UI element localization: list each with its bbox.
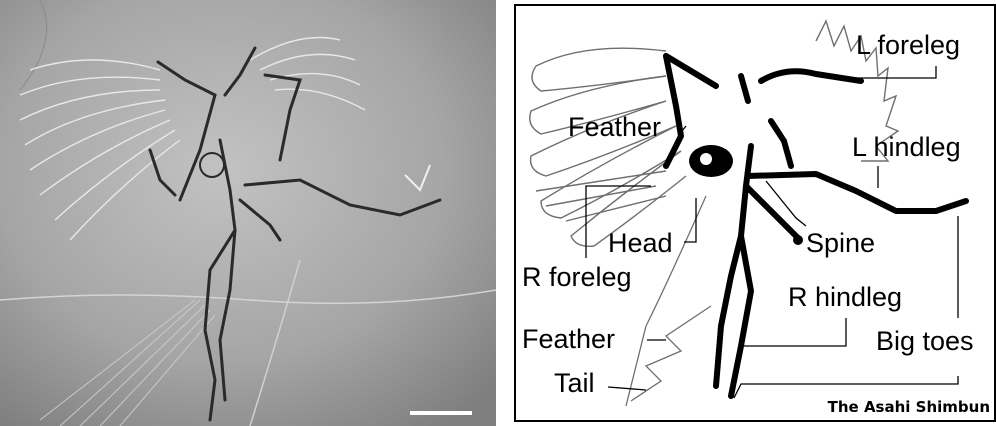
fossil-photo — [0, 0, 496, 426]
label-head: Head — [608, 230, 673, 257]
label-feather-wing: Feather — [568, 114, 661, 141]
label-spine: Spine — [806, 230, 875, 257]
eye-socket — [700, 153, 712, 165]
credit-text: The Asahi Shimbun — [828, 398, 990, 416]
spine-point — [793, 235, 803, 245]
fossil-slab — [0, 0, 496, 426]
label-l-hindleg: L hindleg — [852, 134, 961, 161]
left-wing-feathers — [530, 48, 686, 246]
scale-bar — [410, 411, 472, 415]
label-feather-tail: Feather — [522, 326, 615, 353]
label-r-hindleg: R hindleg — [788, 284, 902, 311]
label-l-foreleg: L foreleg — [856, 32, 960, 59]
skeleton-drawing — [516, 6, 994, 420]
label-tail: Tail — [554, 370, 595, 397]
label-r-foreleg: R foreleg — [522, 264, 632, 291]
labeled-diagram: L foreleg Feather L hindleg Head Spine R… — [514, 4, 996, 422]
label-big-toes: Big toes — [876, 328, 974, 355]
